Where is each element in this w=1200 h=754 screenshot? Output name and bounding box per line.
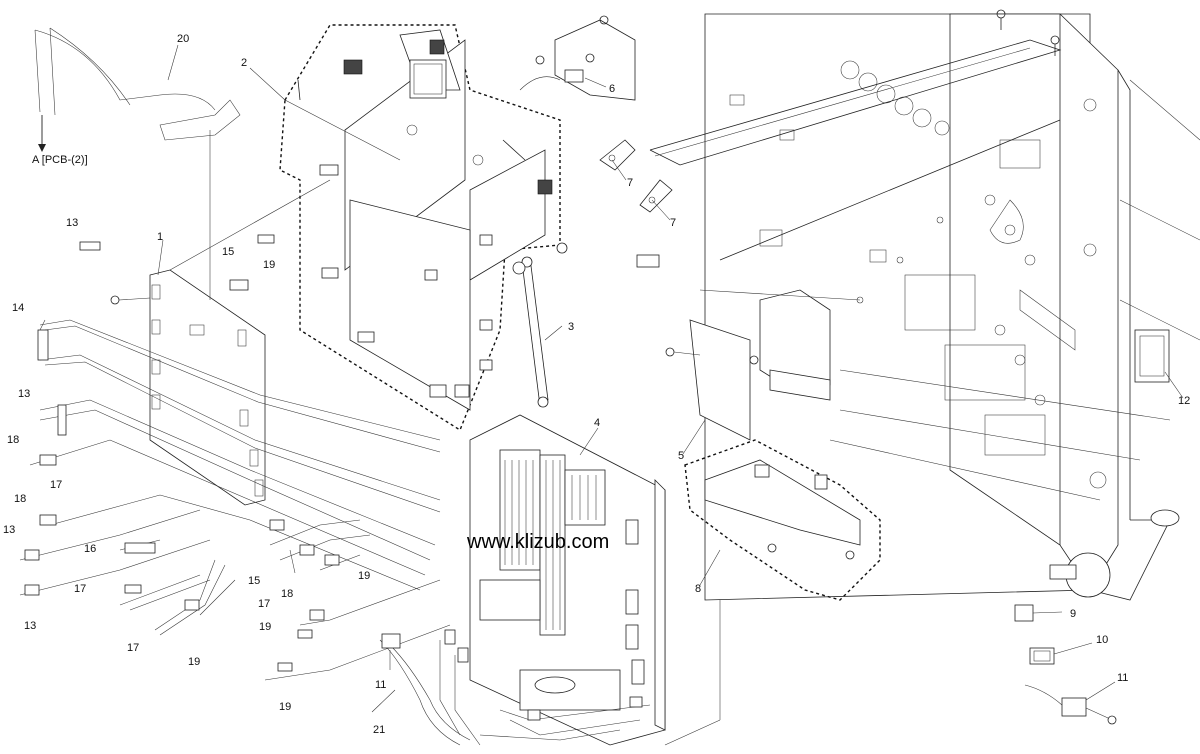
callout-7-a: 7 bbox=[627, 177, 633, 189]
callout-14: 14 bbox=[12, 302, 24, 314]
callout-5: 5 bbox=[678, 450, 684, 462]
callout-19-b: 19 bbox=[358, 570, 370, 582]
pcb-mount-line bbox=[169, 179, 331, 271]
board-12-outline bbox=[1134, 329, 1170, 383]
part-7-brackets bbox=[599, 139, 673, 268]
callout-3: 3 bbox=[568, 321, 574, 333]
main-frame-assembly bbox=[649, 9, 1200, 601]
callout-17-a: 17 bbox=[50, 479, 62, 491]
part-5-board bbox=[665, 289, 861, 441]
callout-20: 20 bbox=[177, 33, 189, 45]
callout-18-c: 18 bbox=[281, 588, 293, 600]
callout-13-a: 13 bbox=[66, 217, 78, 229]
part-8-rail-assembly bbox=[684, 439, 881, 601]
callout-19-d: 19 bbox=[188, 656, 200, 668]
part-4-power-supply bbox=[469, 414, 666, 746]
callout-17-c: 17 bbox=[258, 598, 270, 610]
callout-9: 9 bbox=[1070, 608, 1076, 620]
callout-19-a: 19 bbox=[263, 259, 275, 271]
callout-4: 4 bbox=[594, 417, 600, 429]
callout-13-d: 13 bbox=[24, 620, 36, 632]
callout-18-a: 18 bbox=[7, 434, 19, 446]
callout-15-a: 15 bbox=[222, 246, 234, 258]
callout-7-b: 7 bbox=[670, 217, 676, 229]
callout-17-b: 17 bbox=[74, 583, 86, 595]
callout-13-b: 13 bbox=[18, 388, 30, 400]
part-9-switch bbox=[1014, 604, 1063, 622]
frame-cutouts bbox=[729, 94, 1076, 456]
part-2-board-assembly bbox=[279, 24, 561, 432]
callout-19-e: 19 bbox=[279, 701, 291, 713]
callout-numbers: 20 2 6 7 7 13 1 15 19 14 3 13 12 4 18 5 … bbox=[3, 33, 1190, 736]
callout-19-c: 19 bbox=[259, 621, 271, 633]
callout-12: 12 bbox=[1178, 395, 1190, 407]
reference-label: A [PCB-(2)] bbox=[32, 154, 88, 166]
screw-top bbox=[996, 9, 1060, 56]
part-11-switch bbox=[1024, 681, 1117, 725]
callout-11-a: 11 bbox=[1117, 672, 1128, 684]
callout-16: 16 bbox=[84, 543, 96, 555]
cable-harnesses bbox=[19, 27, 651, 746]
callout-6: 6 bbox=[609, 83, 615, 95]
watermark-text: www.klizub.com bbox=[466, 531, 609, 553]
heatsink-fins bbox=[504, 460, 597, 630]
psu-lead-line bbox=[664, 719, 721, 746]
part-1-pcb-board bbox=[110, 269, 266, 506]
callout-10: 10 bbox=[1096, 634, 1108, 646]
callout-8: 8 bbox=[695, 583, 701, 595]
callout-2: 2 bbox=[241, 57, 247, 69]
callout-21: 21 bbox=[373, 724, 385, 736]
callout-18-b: 18 bbox=[14, 493, 26, 505]
callout-17-d: 17 bbox=[127, 642, 139, 654]
callout-13-c: 13 bbox=[3, 524, 15, 536]
part-3-rod bbox=[512, 242, 568, 408]
callout-15-b: 15 bbox=[248, 575, 260, 587]
callout-1: 1 bbox=[157, 231, 163, 243]
leader-lines bbox=[39, 44, 1184, 713]
part-10-switch bbox=[1029, 642, 1093, 665]
callout-11-b: 11 bbox=[375, 679, 386, 691]
reference-arrow bbox=[38, 115, 46, 152]
part-6-bracket bbox=[519, 15, 636, 101]
